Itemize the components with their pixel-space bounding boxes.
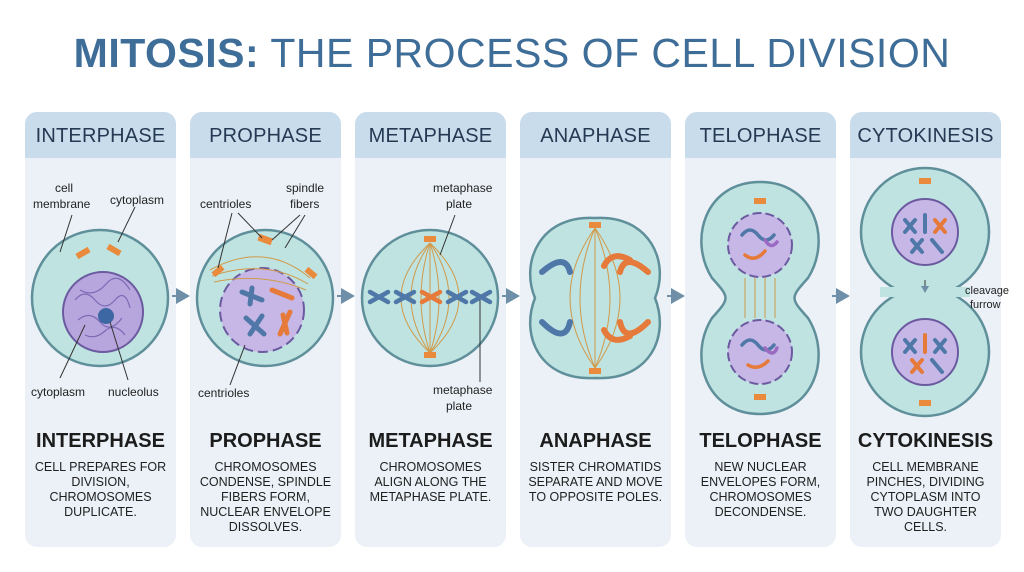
label-cell: cell <box>55 181 73 195</box>
phase-description: CHROMOSOMES CONDENSE, SPINDLE FIBERS FOR… <box>199 460 332 534</box>
phase-description: CELL PREPARES FOR DIVISION, CHROMOSOMES … <box>34 460 167 519</box>
label-fibers: fibers <box>290 197 319 211</box>
centriole-icon <box>589 222 601 374</box>
phase-description: SISTER CHROMATIDS SEPARATE AND MOVE TO O… <box>528 460 663 504</box>
label-plate-bottom-1: metaphase <box>433 383 493 397</box>
panel-header: METAPHASE <box>355 112 506 158</box>
phase-name: METAPHASE <box>368 430 493 452</box>
interphase-cell: cell membrane cytoplasm cytoplasm nucleo… <box>30 181 170 399</box>
panel-header: TELOPHASE <box>685 112 836 158</box>
centriole-icon <box>75 243 122 260</box>
label-cytoplasm-bottom: cytoplasm <box>31 385 85 399</box>
panel-header: PROPHASE <box>190 112 341 158</box>
phase-description: NEW NUCLEAR ENVELOPES FORM, CHROMOSOMES … <box>700 460 821 519</box>
title-rest: THE PROCESS OF CELL DIVISION <box>270 30 951 76</box>
anaphase-cell <box>528 216 662 380</box>
label-spindle: spindle <box>286 181 324 195</box>
title-bold: MITOSIS: <box>73 30 260 76</box>
phase-name: CYTOKINESIS <box>857 430 994 452</box>
panel-header: ANAPHASE <box>520 112 671 158</box>
metaphase-cell: metaphase plate metaphase plate <box>360 181 500 413</box>
label-plate-bottom-2: plate <box>446 399 472 413</box>
centriole-icon <box>919 178 931 406</box>
phase-name: INTERPHASE <box>36 430 165 452</box>
phase-name: PROPHASE <box>209 430 322 452</box>
telophase-cell <box>700 180 820 416</box>
label-plate-top-2: plate <box>446 197 472 211</box>
centriole-icon <box>424 236 436 358</box>
panel-header: CYTOKINESIS <box>850 112 1001 158</box>
label-cleavage: cleavage <box>965 285 1009 297</box>
panel-header: INTERPHASE <box>25 112 176 158</box>
label-centrioles-bottom: centrioles <box>198 386 249 400</box>
centriole-icon <box>754 198 766 400</box>
phase-description: CHROMOSOMES ALIGN ALONG THE METAPHASE PL… <box>369 460 492 504</box>
phase-description: CELL MEMBRANE PINCHES, DIVIDING CYTOPLAS… <box>866 460 985 534</box>
label-plate-top-1: metaphase <box>433 181 493 195</box>
label-nucleolus: nucleolus <box>108 385 159 399</box>
prophase-cell: centrioles spindle fibers centrioles <box>195 181 335 400</box>
phase-name: ANAPHASE <box>539 430 652 452</box>
label-cytoplasm-top: cytoplasm <box>110 193 164 207</box>
label-centrioles-top: centrioles <box>200 197 251 211</box>
label-furrow: furrow <box>970 299 1001 311</box>
cytokinesis-cells: cleavage furrow <box>859 166 1009 418</box>
label-membrane: membrane <box>33 197 91 211</box>
page-title: MITOSIS: THE PROCESS OF CELL DIVISION <box>0 30 1024 77</box>
phase-name: TELOPHASE <box>699 430 822 452</box>
